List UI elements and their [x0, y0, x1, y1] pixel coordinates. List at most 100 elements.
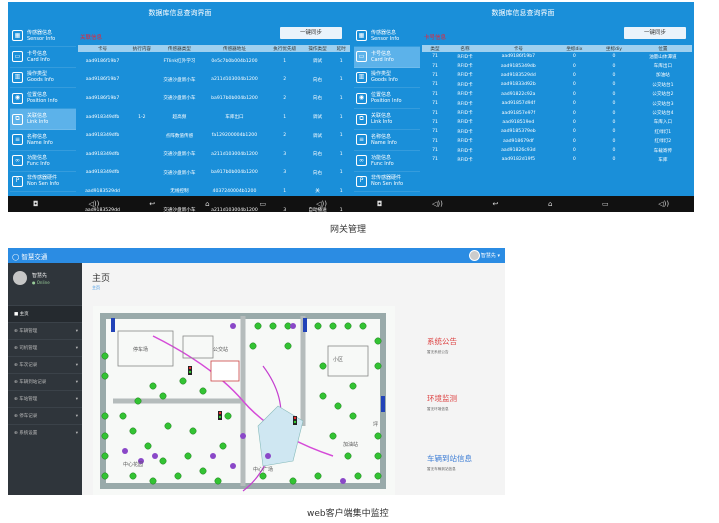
home-icon[interactable]: ⌂ — [547, 200, 553, 208]
back-icon[interactable]: ↩ — [149, 200, 156, 208]
tree-icon — [144, 442, 152, 450]
building — [182, 335, 214, 359]
brand-logo[interactable]: ◯ 智慧交通 — [12, 252, 48, 261]
sidebar-menu-item[interactable]: ⊕ 车辆管理▾ — [8, 322, 82, 339]
user-menu[interactable]: 智慧先 ▾ — [480, 253, 500, 259]
volume-down-icon[interactable]: ◁)) — [88, 200, 100, 208]
breadcrumb[interactable]: 主页 — [92, 285, 100, 290]
sync-button[interactable]: 一键同步 — [624, 27, 686, 39]
table-cell: 1 — [339, 133, 343, 139]
column-header[interactable]: 名称 — [447, 45, 483, 52]
column-header[interactable]: 传感器地址 — [202, 45, 267, 52]
sidebar-menu-item[interactable]: ⊕ 系统设置▾ — [8, 424, 82, 441]
sidebar-menu-item[interactable]: ⊕ 停车记录▾ — [8, 407, 82, 424]
notice-title[interactable]: 系统公告 — [427, 337, 457, 346]
sync-button[interactable]: 一键同步 — [280, 27, 342, 39]
volume-down-icon[interactable]: ◁)) — [431, 200, 443, 208]
table-cell: 0 — [572, 91, 576, 97]
home-icon[interactable]: ⌂ — [205, 200, 210, 208]
table-cell: aad918349dfb — [85, 151, 120, 157]
recent-apps-icon[interactable]: ▭ — [602, 200, 609, 208]
screenshot-icon[interactable]: ◘ — [376, 200, 383, 208]
sidebar-menu-item[interactable]: ⊕ 车次记录▾ — [8, 356, 82, 373]
table-cell: 71 — [432, 72, 438, 78]
recent-apps-icon[interactable]: ▭ — [259, 200, 267, 208]
column-header[interactable]: 延时 — [332, 45, 350, 52]
notice-title[interactable]: 车辆到站信息 — [427, 454, 472, 463]
sidebar-menu-item[interactable]: ⊕ 车站管理▾ — [8, 390, 82, 407]
table-cell: 2 — [283, 77, 287, 83]
sidebar-menu-item[interactable]: ■ 主页 — [8, 305, 82, 322]
volume-up-icon[interactable]: ◁)) — [658, 200, 670, 208]
campus-map[interactable]: 中心花园小区停车场公交站加油站中心广场坪 — [93, 306, 395, 495]
column-header[interactable]: 传感器类型 — [156, 45, 203, 52]
tree-icon — [199, 387, 207, 395]
profile-name: 智慧先 — [32, 273, 48, 279]
flower-icon — [240, 433, 246, 439]
column-header[interactable]: 卡号 — [482, 45, 555, 52]
flower-icon — [230, 463, 236, 469]
sidebar-menu-item[interactable]: ⊕ 司机管理▾ — [8, 339, 82, 356]
column-header[interactable]: 执行优先级 — [266, 45, 303, 52]
column-header[interactable]: 执行内容 — [126, 45, 157, 52]
table-cell: aad918519ed — [502, 119, 535, 125]
column-header[interactable]: 类型 — [422, 45, 448, 52]
notice-title[interactable]: 环境监测 — [427, 394, 457, 403]
tree-icon — [359, 322, 367, 330]
table-cell: ba917b0b004b1200 — [211, 95, 258, 101]
column-header[interactable]: 卡号 — [78, 45, 127, 52]
table-cell: 0 — [572, 110, 576, 116]
column-header[interactable]: 位置 — [633, 45, 692, 52]
sidebar-menu-item[interactable]: ⊕ 车辆到站记录▾ — [8, 373, 82, 390]
volume-up-icon[interactable]: ◁)) — [316, 200, 327, 208]
column-header[interactable]: 坐标dix — [554, 45, 595, 52]
screenshot-icon[interactable]: ◘ — [32, 200, 39, 208]
table-cell — [127, 164, 157, 183]
back-icon[interactable]: ↩ — [492, 200, 499, 208]
card-icon: ▭ — [356, 51, 367, 63]
avatar[interactable] — [469, 250, 480, 261]
column-header[interactable]: 操作类型 — [302, 45, 333, 52]
column-header[interactable]: 坐标diy — [594, 45, 634, 52]
